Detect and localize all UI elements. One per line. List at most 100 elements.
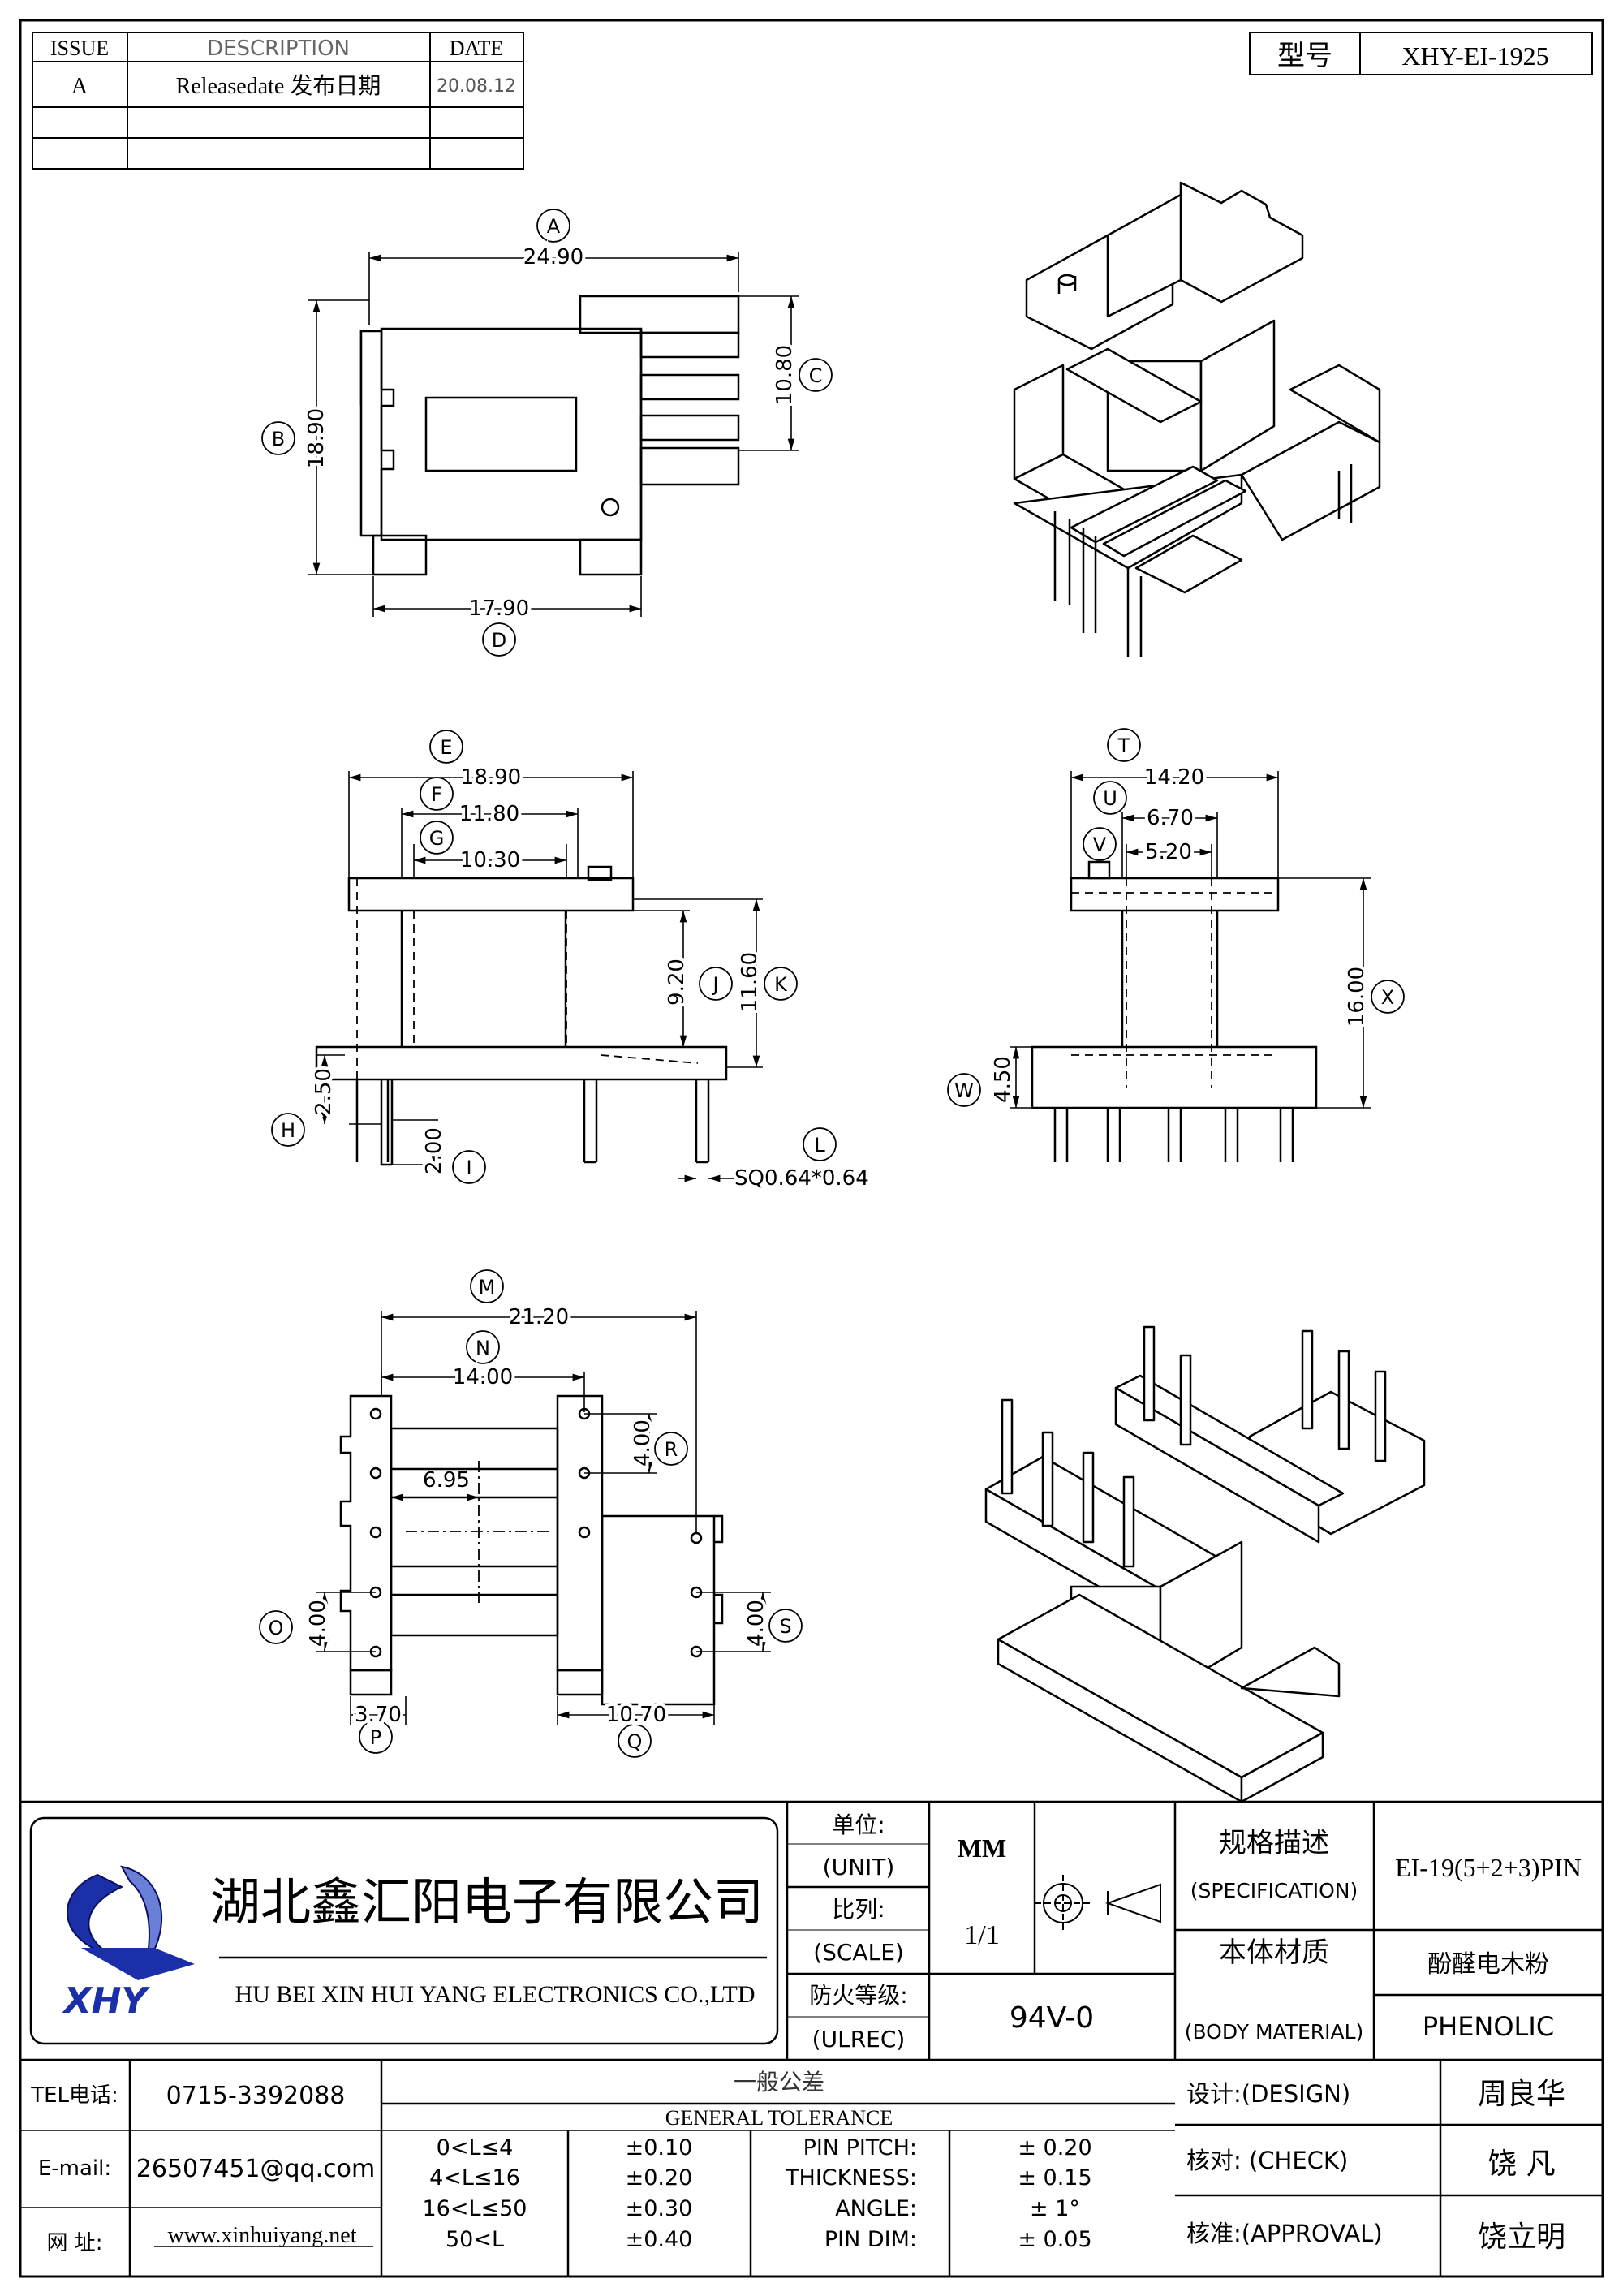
flame-label-en: (ULREC) [812, 2026, 906, 2053]
rev-header-date: DATE [450, 37, 503, 60]
design-name: 周良华 [1478, 2078, 1565, 2111]
svg-text:I: I [466, 1157, 471, 1179]
svg-text:L: L [814, 1134, 825, 1157]
material-value-en: PHENOLIC [1423, 2011, 1554, 2042]
front-view-hidden [356, 878, 699, 1079]
tolerance-title-cn: 一般公差 [734, 2069, 824, 2096]
svg-text:V: V [1093, 834, 1107, 856]
unit-value: MM [958, 1833, 1006, 1863]
svg-text:B: B [272, 428, 285, 450]
tol-item-2: ANGLE: [835, 2196, 917, 2221]
company-name-en: HU BEI XIN HUI YANG ELECTRONICS CO.,LTD [235, 1981, 755, 2008]
projection-symbol [1035, 1875, 1161, 1932]
tol-val-1: ±0.20 [626, 2165, 693, 2190]
tol-item-0: PIN PITCH: [803, 2135, 917, 2160]
web-link[interactable]: www.xinhuiyang.net [167, 2223, 356, 2248]
spec-labels: 规格描述 (SPECIFICATION) 本体材质 (BODY MATERIAL… [1185, 1827, 1364, 2044]
svg-text:S: S [779, 1615, 791, 1638]
tol-range-3: 50<L [446, 2227, 504, 2252]
svg-text:W: W [954, 1079, 974, 1102]
bottom-grid [20, 2060, 1603, 2277]
dim-Q: 10.70 [606, 1703, 666, 1727]
tol-range-0: 0<L≤4 [437, 2135, 514, 2160]
dim-G: 10.30 [460, 848, 520, 872]
flame-label-cn: 防火等级: [809, 1982, 907, 2009]
dim-A: 24.90 [523, 245, 583, 269]
svg-text:T: T [1117, 734, 1130, 757]
svg-text:K: K [774, 973, 788, 996]
svg-text:O: O [269, 1617, 284, 1639]
svg-text:X: X [1381, 986, 1394, 1009]
model-value: XHY-EI-1925 [1401, 41, 1548, 71]
svg-text:Q: Q [627, 1730, 643, 1753]
dim-D: 17.90 [469, 597, 529, 621]
scale-value: 1/1 [964, 1920, 999, 1950]
signoff: 设计:(DESIGN) 核对: (CHECK) 核准:(APPROVAL) 周良… [1186, 2078, 1565, 2254]
flame-value: 94V-0 [1010, 2001, 1094, 2035]
sheet-border [19, 19, 1604, 2278]
side-view-hidden [1071, 878, 1278, 1088]
tol-val-2: ±0.30 [626, 2196, 693, 2221]
dim-mid: 6.95 [423, 1468, 470, 1493]
callout-circles [259, 209, 1405, 1758]
dim-H: 2.50 [312, 1068, 336, 1115]
svg-text:E: E [440, 736, 452, 759]
svg-text:F: F [431, 783, 442, 806]
rev-row-issue: A [71, 74, 88, 99]
check-label: 核对: (CHECK) [1186, 2147, 1348, 2174]
scale-label-cn: 比列: [832, 1896, 885, 1923]
email-value: 26507451@qq.com [136, 2155, 375, 2183]
dim-F: 11.80 [459, 802, 519, 826]
title-block-grid [20, 1800, 1603, 2061]
tol-range-2: 16<L≤50 [422, 2196, 527, 2221]
dimension-lines [308, 252, 1371, 1725]
svg-text:M: M [479, 1276, 496, 1299]
tel-label: TEL电话: [30, 2083, 118, 2108]
tol-val-0: ±0.10 [626, 2135, 693, 2160]
svg-text:C: C [809, 364, 823, 387]
tolerance-title-en: GENERAL TOLERANCE [665, 2106, 893, 2130]
rev-row-description: Releasedate 发布日期 [176, 73, 381, 99]
rev-header-description: DESCRIPTION [207, 37, 350, 61]
web-label: 网 址: [46, 2231, 102, 2255]
unit-label-en: (UNIT) [823, 1854, 895, 1880]
material-label-en: (BODY MATERIAL) [1185, 2020, 1364, 2044]
dim-C: 10.80 [773, 345, 797, 405]
approval-name: 饶立明 [1478, 2221, 1565, 2254]
material-label-cn: 本体材质 [1219, 1936, 1329, 1969]
svg-text:G: G [429, 827, 445, 850]
tolerance-table: 0<L≤4 4<L≤16 16<L≤50 50<L ±0.10 ±0.20 ±0… [422, 2135, 1091, 2252]
tol-item-3: PIN DIM: [824, 2227, 917, 2252]
design-label: 设计:(DESIGN) [1186, 2080, 1350, 2108]
dim-X: 16.00 [1345, 967, 1369, 1027]
dim-U: 6.70 [1147, 806, 1194, 830]
callout-letters: AB CD EF GH IJ KL TU VX W MN RO SP Q [269, 215, 1395, 1753]
company-logo: XHY [62, 1865, 195, 2022]
top-view [359, 295, 740, 576]
dim-E: 18.90 [461, 765, 521, 790]
tol-item-val-1: ± 0.15 [1018, 2165, 1091, 2190]
check-name: 饶 凡 [1487, 2147, 1555, 2181]
dimension-values: 24.90 18.90 10.80 17.90 18.90 11.80 10.3… [301, 242, 1372, 1730]
company-name-cn: 湖北鑫汇阳电子有限公司 [210, 1872, 764, 1932]
dim-J: 9.20 [665, 958, 689, 1006]
model-box [1249, 32, 1593, 75]
tol-item-val-2: ± 1° [1030, 2196, 1080, 2221]
logo-wordmark: XHY [62, 1980, 151, 2022]
spec-label-en: (SPECIFICATION) [1190, 1879, 1358, 1902]
svg-text:D: D [492, 629, 506, 652]
dim-I: 2.00 [422, 1127, 446, 1174]
svg-text:P: P [370, 1726, 381, 1749]
tol-item-val-3: ± 0.05 [1018, 2227, 1091, 2252]
tel-value: 0715-3392088 [166, 2082, 346, 2110]
tol-val-3: ±0.40 [626, 2227, 693, 2252]
dim-B: 18.90 [304, 408, 329, 468]
material-value-cn: 酚醛电木粉 [1427, 1950, 1549, 1979]
svg-text:N: N [476, 1337, 490, 1359]
dim-M: 21.20 [509, 1305, 569, 1329]
rev-row-date: 20.08.12 [437, 76, 516, 97]
model-label: 型号 [1277, 40, 1332, 72]
side-view [1031, 860, 1318, 1162]
contact-info: TEL电话: 0715-3392088 E-mail: 26507451@qq.… [30, 2082, 375, 2255]
